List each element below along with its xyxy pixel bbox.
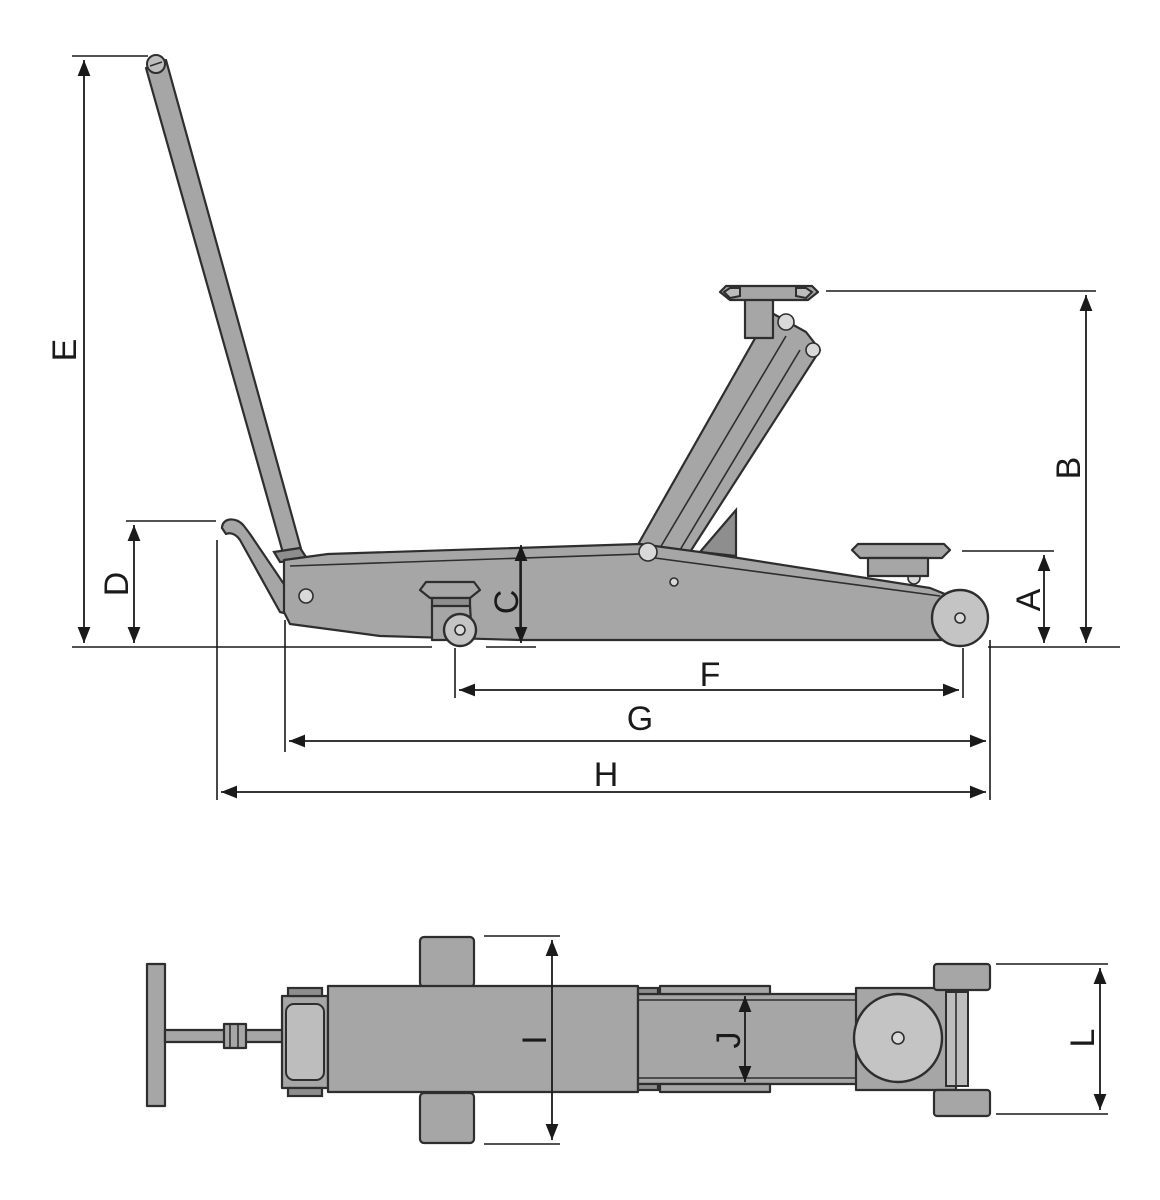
dimension-label-d: D xyxy=(98,572,136,597)
side-dimensions: E D C A B F G H xyxy=(46,55,1120,800)
lifting-arm xyxy=(634,310,822,558)
dimension-label-g: G xyxy=(627,700,653,738)
top-view xyxy=(145,935,992,1145)
front-wheel xyxy=(930,588,990,648)
handle-grip xyxy=(145,962,167,1108)
dimension-label-h: H xyxy=(594,756,619,794)
dimension-label-b: B xyxy=(1050,457,1088,480)
dimension-label-e: E xyxy=(46,339,84,362)
dimension-label-l: L xyxy=(1064,1029,1102,1048)
dimension-label-a: A xyxy=(1010,588,1048,611)
dimension-label-i: I xyxy=(516,1035,554,1044)
front-pad xyxy=(850,542,952,578)
side-view xyxy=(144,54,990,648)
handle xyxy=(144,54,310,564)
top-dimensions: I J L xyxy=(484,935,1108,1145)
saddle xyxy=(718,284,820,340)
dimension-label-c: C xyxy=(488,590,526,615)
rear-caster xyxy=(418,580,482,648)
dimension-label-j: J xyxy=(710,1032,748,1049)
dimension-label-f: F xyxy=(700,656,721,694)
